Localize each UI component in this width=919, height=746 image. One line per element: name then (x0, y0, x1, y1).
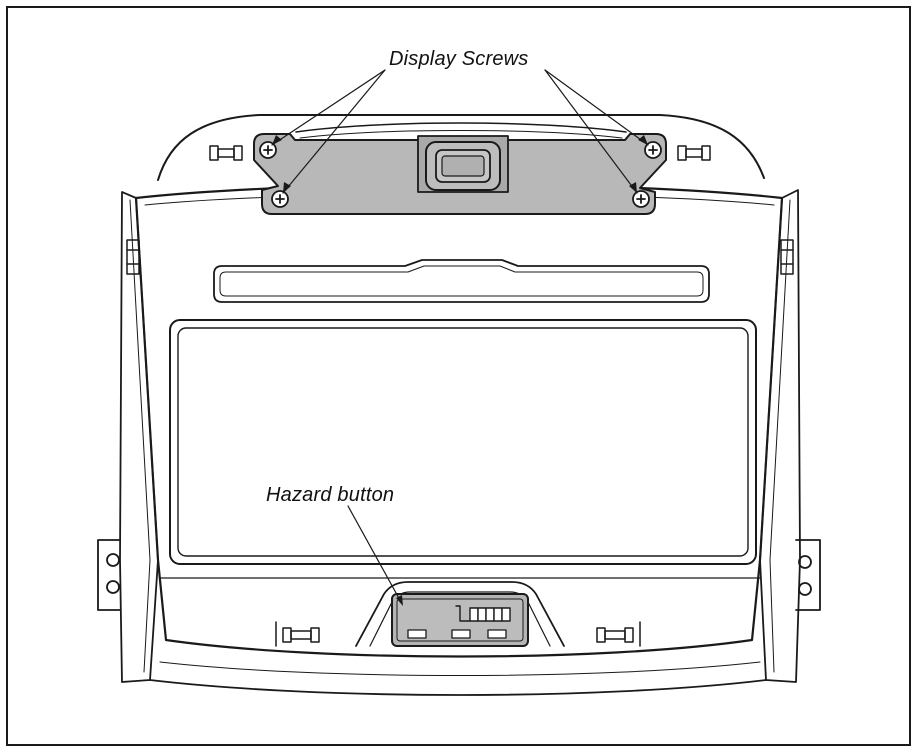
screw-bottom-left (271, 190, 289, 208)
display-screws-label: Display Screws (389, 48, 529, 70)
top-hood-inner-2 (299, 130, 623, 139)
hazard-pad-1 (407, 629, 427, 639)
bottom-right-clip (596, 621, 641, 647)
right-mounting-ear (795, 539, 821, 611)
hazard-connector (455, 605, 511, 622)
display-screws-arrowheads (272, 135, 648, 193)
display-window-inner (177, 327, 749, 557)
left-side-clip (126, 239, 140, 275)
screw-top-left (259, 141, 277, 159)
bottom-left-clip (275, 621, 320, 647)
bezel-outline (134, 183, 784, 658)
hazard-button-label: Hazard button (266, 484, 395, 506)
right-flange-inner (769, 199, 791, 673)
cd-slot (213, 259, 710, 303)
hazard-button-arrowhead (396, 595, 403, 606)
hazard-button-leader (347, 505, 402, 603)
cd-slot-inner (219, 265, 704, 297)
left-mounting-ear (97, 539, 121, 611)
bottom-lip-inner (159, 661, 761, 676)
display-window-outer (169, 319, 757, 565)
top-left-clip (209, 145, 243, 161)
top-hood (157, 114, 765, 181)
screw-top-right (644, 141, 662, 159)
hazard-pad-2 (451, 629, 471, 639)
display-screws-leaders (271, 69, 649, 194)
right-side-clip (780, 239, 794, 275)
hazard-housing (355, 581, 565, 647)
right-flange (759, 189, 801, 683)
bottom-lip (149, 679, 767, 696)
hazard-pad-3 (487, 629, 507, 639)
left-flange-inner (129, 199, 151, 673)
top-right-clip (677, 145, 711, 161)
screw-bottom-right (632, 190, 650, 208)
connector-port-inner (441, 155, 485, 177)
